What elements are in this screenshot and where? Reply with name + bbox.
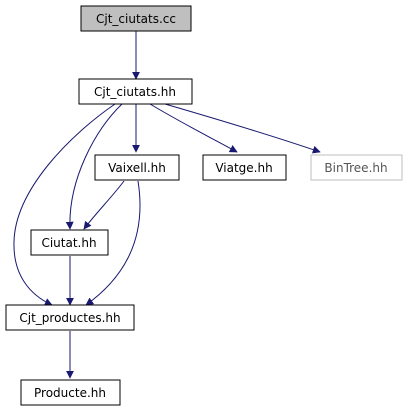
node-box [80, 5, 192, 32]
node-label: Cjt_ciutats.cc [96, 12, 176, 26]
node-vaixell-hh[interactable]: Vaixell.hh [94, 154, 180, 181]
node-viatge-hh[interactable]: Viatge.hh [202, 154, 287, 181]
node-cjt-ciutats-cc[interactable]: Cjt_ciutats.cc [80, 5, 192, 32]
node-box [310, 154, 403, 181]
node-box [20, 379, 121, 406]
node-label: Cjt_ciutats.hh [94, 85, 176, 99]
node-ciutat-hh[interactable]: Ciutat.hh [30, 229, 109, 256]
node-label: BinTree.hh [324, 161, 387, 175]
edge-cjt-ciutats-hh-to-viatge-hh [149, 103, 238, 153]
edge-cjt-ciutats-hh-to-cjt-productes-hh [13, 103, 116, 306]
node-box [5, 304, 135, 331]
node-box [30, 229, 109, 256]
edges [13, 31, 321, 379]
node-bintree-hh[interactable]: BinTree.hh [310, 154, 403, 181]
node-label: Vaixell.hh [108, 161, 166, 175]
node-cjt-productes-hh[interactable]: Cjt_productes.hh [5, 304, 135, 331]
edge-cjt-ciutats-hh-to-bintree-hh [164, 103, 321, 154]
node-box [202, 154, 287, 181]
edge-vaixell-hh-to-ciutat-hh [83, 180, 125, 230]
node-box [78, 78, 193, 105]
node-label: Viatge.hh [215, 161, 272, 175]
edge-cjt-ciutats-hh-to-ciutat-hh [65, 103, 123, 230]
edge-vaixell-hh-to-cjt-productes-hh [85, 180, 141, 306]
node-cjt-ciutats-hh[interactable]: Cjt_ciutats.hh [78, 78, 193, 105]
node-box [94, 154, 180, 181]
node-label: Ciutat.hh [41, 236, 96, 250]
node-label: Cjt_productes.hh [19, 311, 120, 325]
node-producte-hh[interactable]: Producte.hh [20, 379, 121, 406]
node-label: Producte.hh [34, 386, 106, 400]
